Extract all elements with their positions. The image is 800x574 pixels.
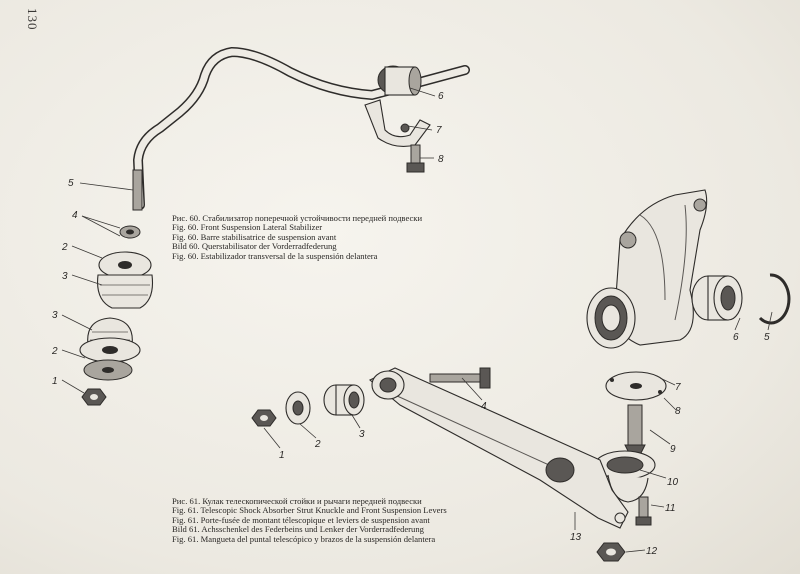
arm-nut [251,409,277,427]
bracket-bolt [406,144,425,173]
retaining-ring [758,273,791,325]
bar-washer-small [119,225,141,239]
caption-line: Fig. 60. Barre stabilisatrice de suspens… [172,231,337,242]
steering-knuckle [586,189,708,349]
label-3-upper: 3 [62,271,68,282]
label-6: 6 [438,91,444,102]
caption-line: Рис. 60. Стабилизатор поперечной устойчи… [172,213,423,223]
label-4: 4 [72,210,78,221]
arm-bushing [323,384,365,416]
label-61-4: 4 [481,401,487,412]
ball-joint-stud [624,404,646,456]
wheel-bearing [691,275,743,321]
label-61-6: 6 [733,332,739,343]
bushing-bracket [364,99,431,147]
figure-61-caption: Рис. 61. Кулак телескопической стойки и … [172,496,447,544]
fig61-leaders [263,311,773,553]
bar-cushion-lower [79,317,141,381]
label-61-2: 2 [314,439,321,450]
ball-joint-cover [605,371,667,401]
label-8: 8 [438,154,444,165]
label-1: 1 [52,376,58,387]
caption-line: Bild 61. Achsschenkel des Federbeins und… [172,524,424,535]
ball-joint-housing [594,450,656,503]
arm-washer [285,391,311,425]
lower-control-arm [368,367,629,529]
bar-nut [81,388,107,406]
lever-nut-12 [596,542,626,562]
label-5: 5 [68,178,74,189]
caption-line: Fig. 60. Front Suspension Lateral Stabil… [172,222,323,233]
figure-60-caption: Рис. 60. Стабилизатор поперечной устойчи… [172,213,423,261]
label-61-7: 7 [675,382,681,393]
caption-line: Fig. 61. Telescopic Shock Absorber Strut… [172,505,447,516]
fig60-leaders [61,87,436,394]
label-61-1: 1 [279,450,285,461]
label-61-11: 11 [665,503,675,514]
arm-pivot-bolt [429,367,491,389]
label-2-upper: 2 [61,242,68,253]
label-61-5: 5 [764,332,770,343]
bar-bushing [377,65,422,96]
label-7: 7 [436,125,442,136]
label-61-13: 13 [570,532,582,543]
caption-line: Fig. 61. Porte-fusée de montant télescop… [172,514,430,525]
label-2-lower: 2 [51,346,58,357]
label-61-8: 8 [675,406,681,417]
bar-threaded-end [132,169,143,211]
label-61-3: 3 [359,429,365,440]
fig61-part-numbers: 1 2 3 4 5 6 7 8 9 10 11 12 13 [279,332,770,557]
bar-cushion-upper [97,251,154,309]
label-61-12: 12 [646,546,658,557]
caption-line: Fig. 61. Mangueta del puntal telescópico… [172,533,436,544]
label-3-lower: 3 [52,310,58,321]
label-61-10: 10 [667,477,679,488]
fig60-part-numbers: 5 4 2 3 3 2 1 6 7 8 [51,91,444,387]
caption-line: Bild 60. Querstabilisator der Vorderradf… [172,241,337,252]
caption-line: Рис. 61. Кулак телескопической стойки и … [172,496,422,506]
label-61-9: 9 [670,444,676,455]
lever-bolt-small [635,496,652,526]
caption-line: Fig. 60. Estabilizador transversal de la… [172,250,378,261]
